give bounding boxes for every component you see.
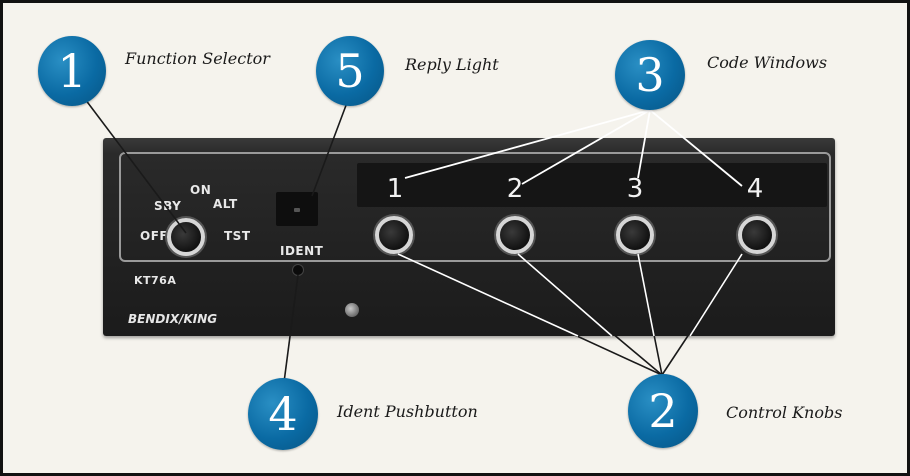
leader-line-code-window-3	[637, 109, 651, 179]
function-selector-knob[interactable]	[167, 218, 205, 256]
callout-badge-3: 3	[615, 40, 685, 110]
leader-line-knob-3-panel	[637, 253, 655, 337]
reply-light-lamp	[294, 208, 300, 212]
leader-line-code-window-2	[521, 109, 651, 185]
leader-line-knob-4-panel	[689, 253, 743, 337]
leader-line-code-window-1	[404, 109, 651, 179]
selector-label-on: ON	[190, 183, 212, 197]
callout-caption-function-selector: Function Selector	[125, 49, 270, 68]
control-knob-3[interactable]	[616, 216, 654, 254]
control-knob-4[interactable]	[738, 216, 776, 254]
leader-line-reply-light	[311, 99, 349, 197]
leader-line-code-window-4	[649, 109, 743, 187]
code-digit-3: 3	[626, 174, 644, 204]
selector-label-alt: ALT	[213, 197, 238, 211]
callout-badge-5: 5	[316, 36, 384, 106]
selector-label-off: OFF	[140, 229, 169, 243]
control-knob-2[interactable]	[496, 216, 534, 254]
leader-line-ident	[282, 274, 299, 391]
callout-badge-1: 1	[38, 36, 106, 106]
callout-caption-reply-light: Reply Light	[405, 55, 499, 74]
callout-caption-code-windows: Code Windows	[707, 53, 828, 72]
callout-caption-ident-pushbutton: Ident Pushbutton	[337, 402, 478, 421]
code-digit-4: 4	[746, 174, 764, 204]
model-label: KT76A	[134, 274, 177, 287]
leader-line-knob-2-panel	[517, 253, 613, 337]
ident-label: IDENT	[280, 244, 324, 258]
panel-screw	[345, 303, 359, 317]
callout-badge-4: 4	[248, 378, 318, 450]
selector-label-tst: TST	[224, 229, 251, 243]
code-digit-2: 2	[506, 174, 524, 204]
code-digit-1: 1	[386, 174, 404, 204]
selector-label-sby: SBY	[154, 199, 182, 213]
leader-line-function-selector	[81, 94, 187, 234]
brand-logo: BENDIX/KING	[128, 312, 218, 326]
reply-light	[276, 192, 318, 226]
panel-bezel	[119, 152, 831, 262]
ident-pushbutton[interactable]	[293, 265, 303, 275]
callout-caption-control-knobs: Control Knobs	[726, 403, 843, 422]
callout-badge-2: 2	[628, 374, 698, 448]
control-knob-1[interactable]	[375, 216, 413, 254]
leader-line-knob-1-panel	[397, 253, 579, 337]
